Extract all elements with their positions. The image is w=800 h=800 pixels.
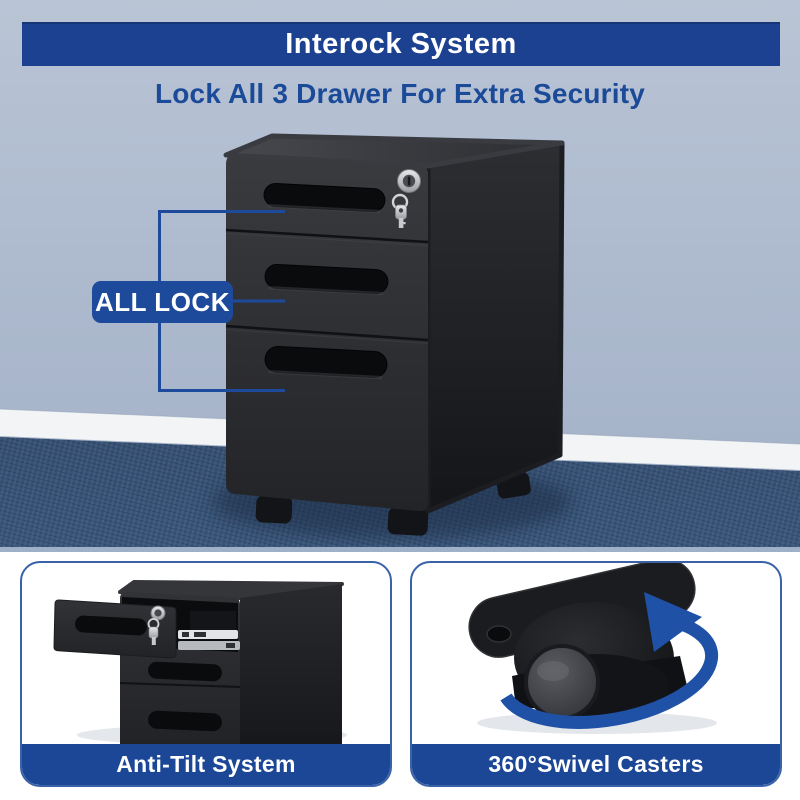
drawer-handle-3 xyxy=(264,345,388,379)
screw-hole xyxy=(486,625,512,643)
feature-panel-casters: 360°Swivel Casters xyxy=(410,561,782,787)
banner-title: Interock System xyxy=(285,27,517,60)
cabinet-side xyxy=(425,140,565,514)
mini-handle xyxy=(148,661,222,682)
slide-rails xyxy=(178,630,240,650)
all-lock-badge: ALL LOCK xyxy=(92,281,233,323)
mini-key-icon xyxy=(148,626,159,639)
feature-label: Anti-Tilt System xyxy=(116,751,296,777)
all-lock-label: ALL LOCK xyxy=(95,286,230,317)
feature-label-bar: Anti-Tilt System xyxy=(22,744,390,785)
wheel xyxy=(524,644,600,720)
rotation-arrow-icon xyxy=(500,592,719,729)
mini-cabinet-side xyxy=(240,584,342,744)
cabinet-image xyxy=(223,133,565,536)
drawer-handle-1 xyxy=(263,182,386,213)
anti-tilt-image xyxy=(53,580,347,744)
subtitle: Lock All 3 Drawer For Extra Security xyxy=(154,78,646,109)
feature-label: 360°Swivel Casters xyxy=(488,751,704,777)
feature-label-bar: 360°Swivel Casters xyxy=(412,744,780,785)
drawer-separators xyxy=(225,228,429,344)
drawer-handles xyxy=(263,182,389,380)
drawer-handle-2 xyxy=(264,263,389,295)
keys-icon xyxy=(391,193,409,228)
mini-separator xyxy=(119,682,241,688)
feature-panel-anti-tilt: Anti-Tilt System xyxy=(20,561,392,787)
mini-handle xyxy=(148,710,222,732)
main-scene xyxy=(0,0,800,538)
pulled-drawer-front xyxy=(53,599,177,659)
caster-image xyxy=(468,563,719,734)
lock-icon xyxy=(397,169,421,193)
header-banner: Interock System xyxy=(22,22,780,66)
wheel-highlight xyxy=(537,661,569,681)
